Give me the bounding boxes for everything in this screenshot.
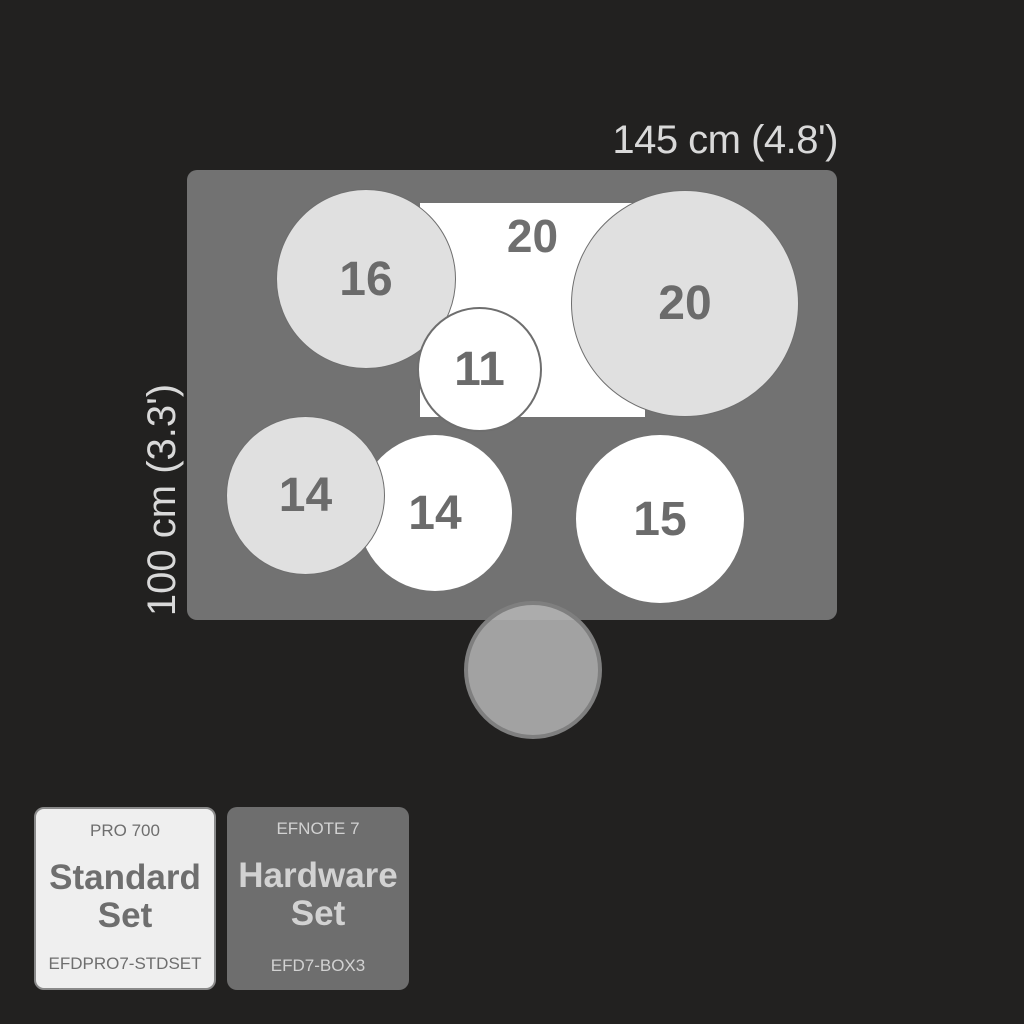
card-code: EFDPRO7-STDSET (48, 954, 202, 973)
hardware-set-card[interactable]: EFNOTE 7 Hardware Set EFD7-BOX3 (227, 807, 409, 990)
width-dimension-label: 145 cm (4.8') (612, 118, 838, 162)
card-name: Hardware Set (227, 857, 409, 933)
standard-set-card[interactable]: PRO 700 Standard Set EFDPRO7-STDSET (34, 807, 216, 990)
hihat-pad: 14 (226, 416, 385, 575)
pad-size-label: 15 (633, 492, 687, 546)
throne-stool (464, 601, 602, 739)
card-name: Standard Set (36, 859, 214, 935)
pad-size-label: 16 (339, 252, 393, 306)
card-name-line2: Set (97, 896, 153, 935)
pad-size-label: 14 (408, 486, 462, 540)
card-series: PRO 700 (90, 821, 160, 840)
card-series: EFNOTE 7 (276, 819, 360, 838)
pad-size-label: 11 (454, 343, 505, 396)
pad-size-label: 14 (278, 469, 333, 522)
pad-size-label: 20 (658, 277, 712, 330)
small-drum-pad: 11 (417, 307, 542, 432)
depth-dimension-label: 100 cm (3.3') (140, 383, 184, 617)
ride-cymbal-pad: 20 (571, 190, 799, 417)
floor-tom-pad: 15 (576, 435, 744, 603)
card-name-line1: Hardware (238, 856, 398, 895)
card-name-line1: Standard (49, 858, 201, 897)
snare-pad: 14 (358, 435, 512, 591)
card-code: EFD7-BOX3 (270, 956, 366, 975)
card-name-line2: Set (290, 894, 346, 933)
kick-size-label: 20 (506, 210, 559, 262)
